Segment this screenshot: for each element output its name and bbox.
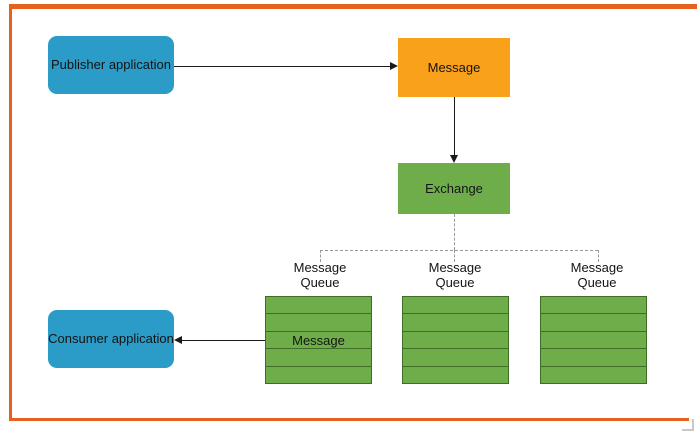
exchange-node: Exchange [398, 163, 510, 214]
queue-row [403, 297, 508, 315]
frame-border-left [9, 4, 12, 421]
queue-1-label: Message Queue [293, 260, 347, 290]
consumer-application-label: Consumer application [48, 331, 174, 347]
queue-row [541, 297, 646, 315]
frame-border-top [10, 4, 697, 9]
queue-row [541, 332, 646, 350]
queue-3-label: Message Queue [570, 260, 624, 290]
queue-1-message-cell: Message [266, 332, 371, 350]
arrow-message-to-exchange-head [450, 155, 458, 163]
queue-row [403, 367, 508, 383]
arrow-message-to-exchange-line [454, 97, 455, 155]
dashed-distribution-line [320, 250, 598, 251]
arrow-publisher-to-message-head [390, 62, 398, 70]
queue-row [403, 332, 508, 350]
dashed-stub-queue-1 [320, 250, 321, 262]
queue-3-stack [540, 296, 647, 384]
queue-row [541, 349, 646, 367]
message-node: Message [398, 38, 510, 97]
queue-row [266, 314, 371, 332]
dashed-stub-queue-3 [598, 250, 599, 262]
dashed-stub-queue-2 [454, 250, 455, 262]
queue-row [541, 367, 646, 383]
corner-resize-mark [682, 419, 694, 431]
queue-row [403, 349, 508, 367]
publisher-application-node: Publisher application [48, 36, 174, 94]
consumer-application-node: Consumer application [48, 310, 174, 368]
exchange-label: Exchange [425, 180, 483, 196]
arrow-queue-to-consumer-line [182, 340, 265, 341]
dashed-exchange-drop-line [454, 214, 455, 250]
message-label: Message [427, 59, 481, 75]
queue-row [266, 367, 371, 383]
queue-row [541, 314, 646, 332]
queue-row [266, 349, 371, 367]
queue-row [266, 297, 371, 315]
queue-2-label: Message Queue [428, 260, 482, 290]
queue-1-stack: Message [265, 296, 372, 384]
publisher-application-label: Publisher application [51, 57, 171, 73]
arrow-queue-to-consumer-head [174, 336, 182, 344]
queue-2-stack [402, 296, 509, 384]
queue-row [403, 314, 508, 332]
arrow-publisher-to-message-line [174, 66, 390, 67]
frame-border-bottom [9, 418, 689, 421]
